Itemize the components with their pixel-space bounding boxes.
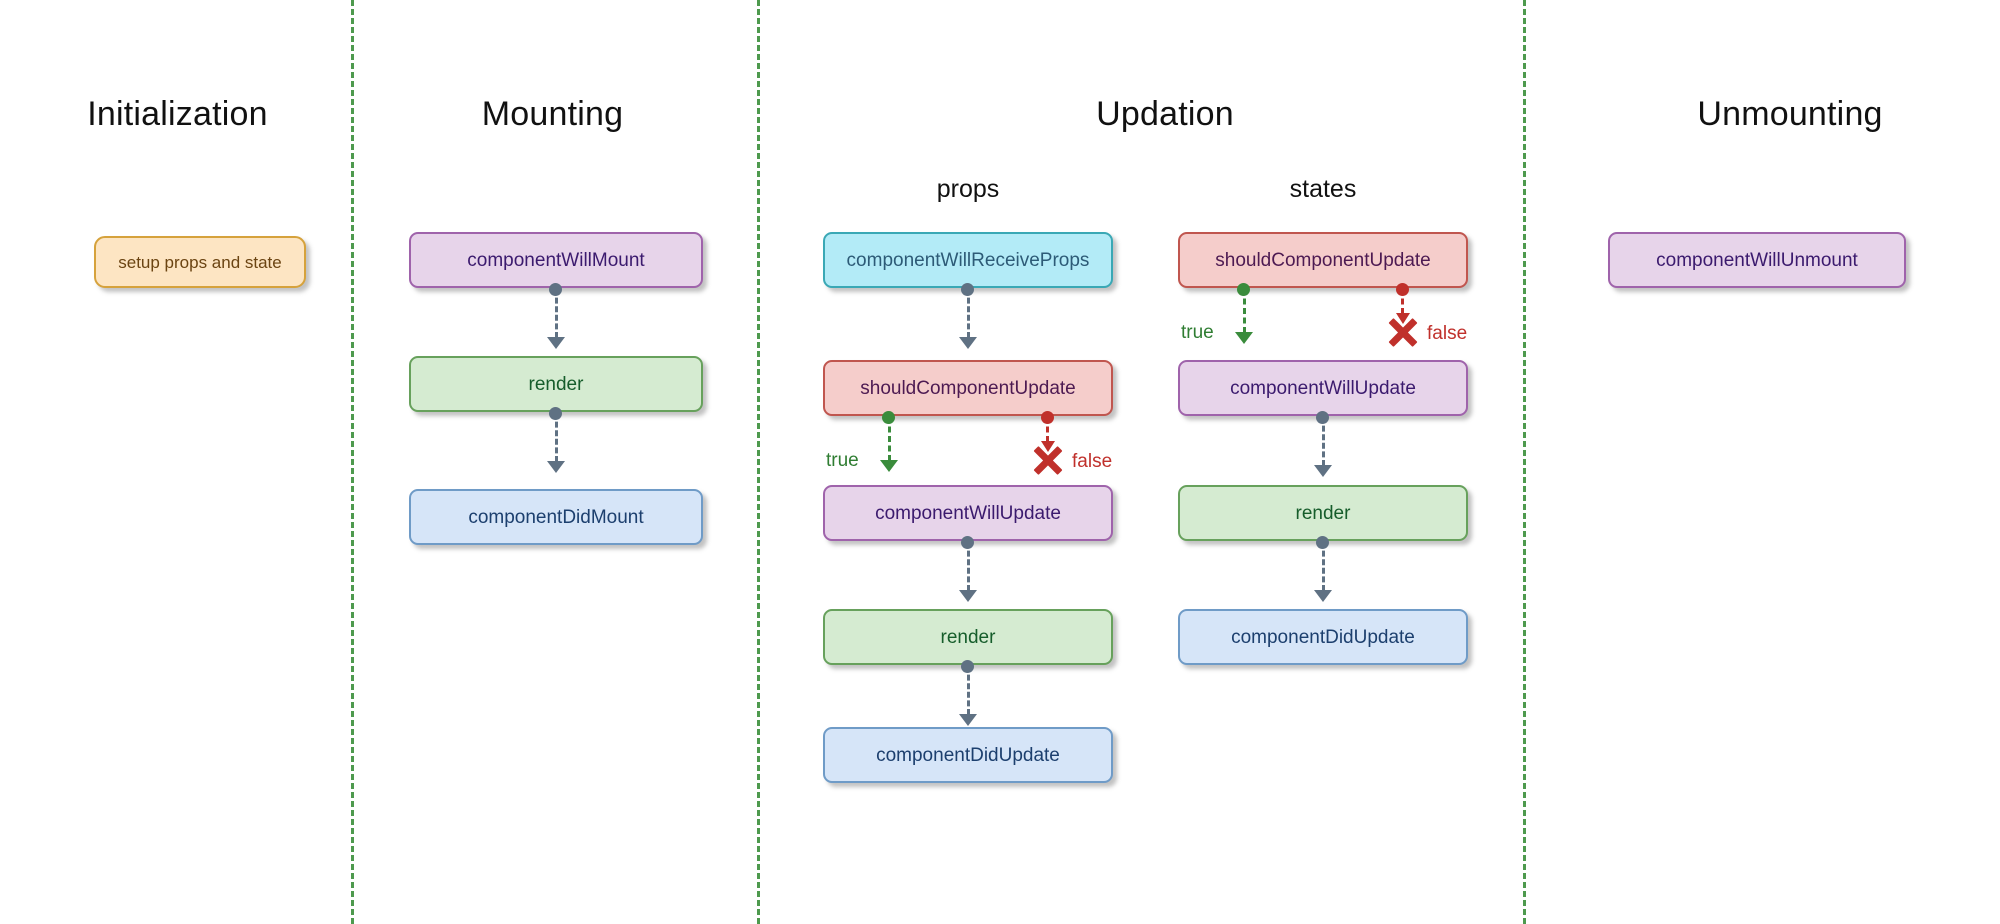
branch-label-false-props: false (1072, 451, 1113, 472)
branch-line-true (1243, 289, 1246, 333)
connector-line (1322, 417, 1325, 466)
column-divider-2 (757, 0, 760, 924)
subtitle-props: props (936, 175, 1000, 203)
node-component-will-mount[interactable]: componentWillMount (409, 232, 703, 288)
node-component-will-receive-props[interactable]: componentWillReceiveProps (823, 232, 1113, 288)
red-x-icon (1031, 443, 1065, 477)
branch-arrowhead-true (880, 460, 898, 472)
connector-arrowhead (1314, 465, 1332, 477)
node-component-will-update-props[interactable]: componentWillUpdate (823, 485, 1113, 541)
red-x-icon (1386, 315, 1420, 349)
branch-arrowhead-false (1396, 313, 1410, 324)
column-title-mounting: Mounting (481, 95, 624, 133)
connector-arrowhead (959, 337, 977, 349)
branch-arrowhead-false (1041, 441, 1055, 452)
node-should-component-update-states[interactable]: shouldComponentUpdate (1178, 232, 1468, 288)
connector-line (555, 289, 558, 338)
subtitle-states: states (1289, 175, 1357, 203)
branch-arrowhead-true (1235, 332, 1253, 344)
node-render-props[interactable]: render (823, 609, 1113, 665)
branch-line-false (1046, 417, 1049, 442)
connector-line (1322, 542, 1325, 591)
node-component-did-mount[interactable]: componentDidMount (409, 489, 703, 545)
column-title-unmounting: Unmounting (1697, 95, 1883, 133)
column-title-initialization: Initialization (87, 95, 268, 133)
node-setup-props-and-state[interactable]: setup props and state (94, 236, 306, 288)
connector-line (967, 289, 970, 338)
connector-line (967, 666, 970, 715)
branch-label-false-states: false (1427, 323, 1468, 344)
connector-arrowhead (959, 590, 977, 602)
connector-arrowhead (547, 461, 565, 473)
connector-arrowhead (547, 337, 565, 349)
connector-arrowhead (1314, 590, 1332, 602)
branch-label-true-states: true (1181, 322, 1214, 343)
node-component-will-update-states[interactable]: componentWillUpdate (1178, 360, 1468, 416)
column-divider-1 (351, 0, 354, 924)
node-component-did-update-states[interactable]: componentDidUpdate (1178, 609, 1468, 665)
connector-line (967, 542, 970, 591)
connector-line (555, 413, 558, 462)
column-title-updation: Updation (1096, 95, 1234, 133)
node-component-did-update-props[interactable]: componentDidUpdate (823, 727, 1113, 783)
node-render-mounting[interactable]: render (409, 356, 703, 412)
node-render-states[interactable]: render (1178, 485, 1468, 541)
node-should-component-update-props[interactable]: shouldComponentUpdate (823, 360, 1113, 416)
column-divider-3 (1523, 0, 1526, 924)
connector-arrowhead (959, 714, 977, 726)
node-component-will-unmount[interactable]: componentWillUnmount (1608, 232, 1906, 288)
branch-line-true (888, 417, 891, 461)
branch-line-false (1401, 289, 1404, 314)
branch-label-true-props: true (826, 450, 859, 471)
